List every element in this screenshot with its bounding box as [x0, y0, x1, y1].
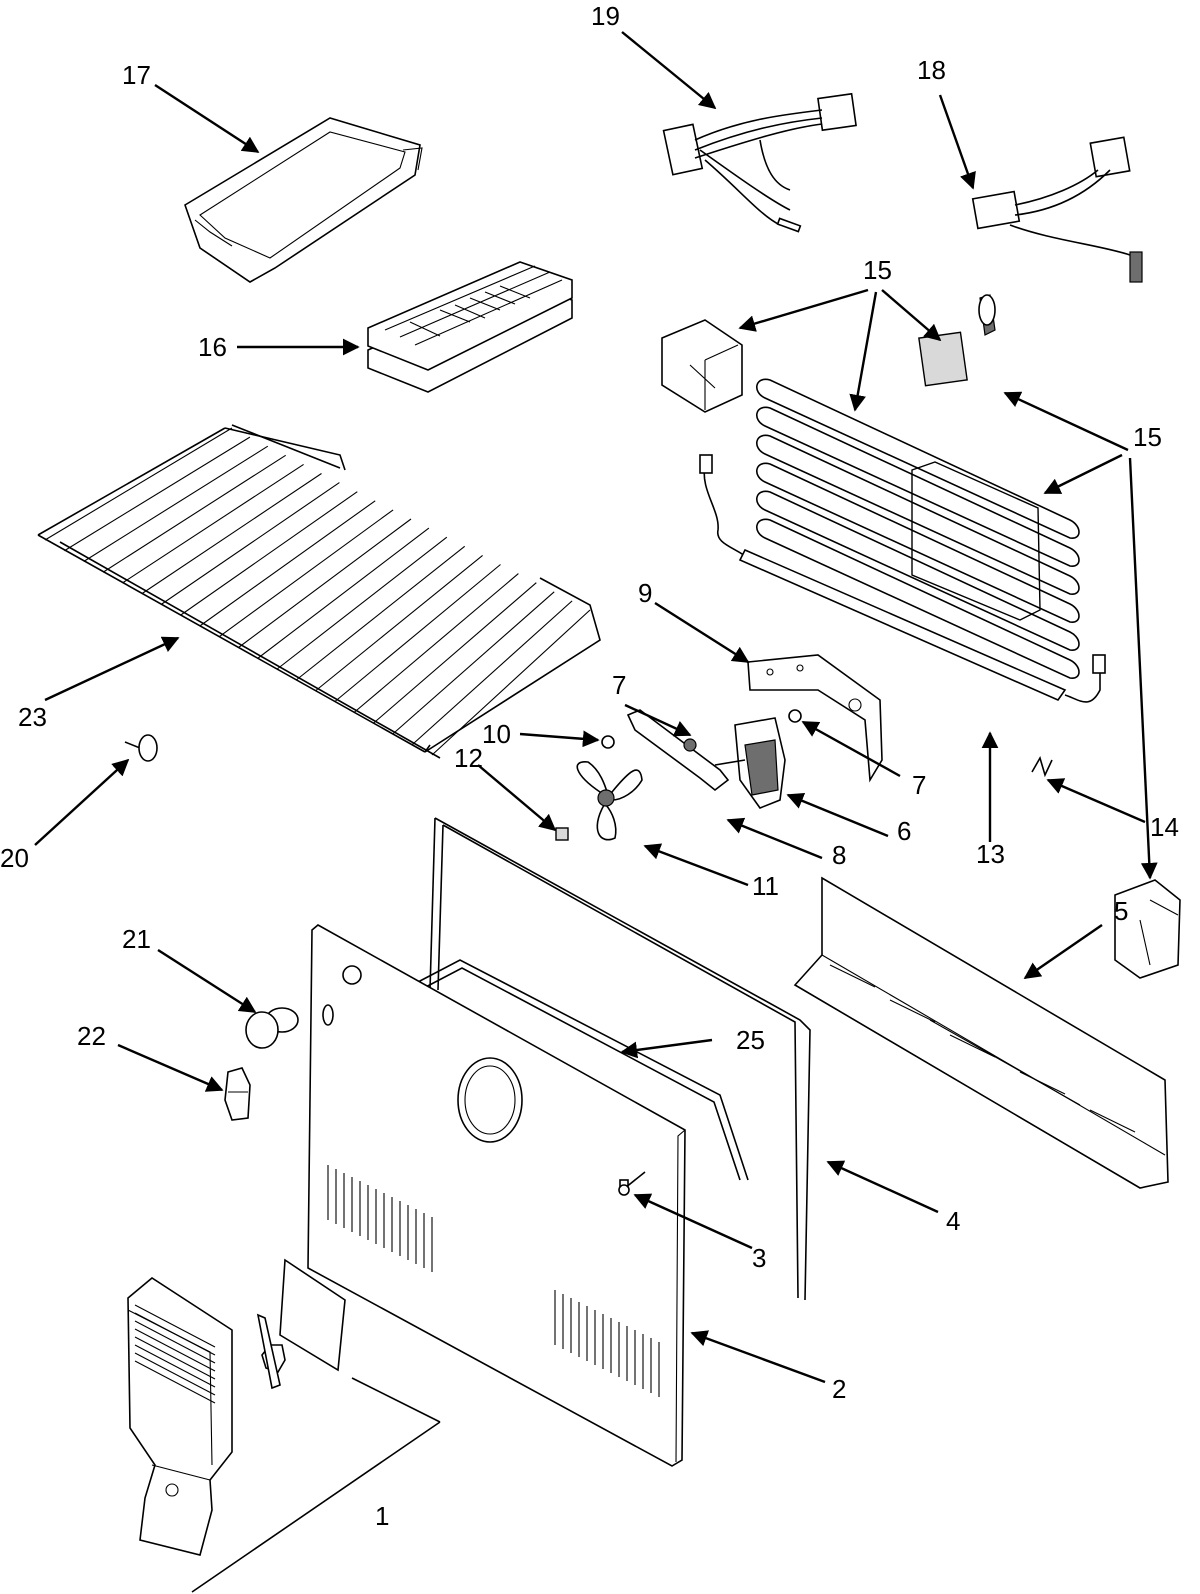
control-knob — [245, 1007, 299, 1049]
arrow-15b-2 — [1043, 453, 1123, 495]
callout-17: 17 — [122, 60, 151, 90]
callout-15b: 15 — [1133, 422, 1162, 452]
fan-bracket — [601, 709, 730, 792]
callout-4: 4 — [946, 1206, 960, 1236]
arrow-11 — [643, 843, 749, 887]
callout-21: 21 — [122, 924, 151, 954]
arrow-3 — [633, 1193, 753, 1250]
callout-8: 8 — [832, 840, 846, 870]
arrow-8 — [726, 817, 823, 860]
callout-25: 25 — [736, 1025, 765, 1055]
defrost-component — [971, 136, 1143, 283]
arrow-23 — [44, 636, 180, 702]
plug-button — [124, 734, 158, 762]
arrow-15b-3 — [1128, 457, 1158, 880]
callout-11: 11 — [752, 871, 779, 901]
arrow-2 — [690, 1330, 826, 1384]
seal-strip — [417, 959, 749, 1181]
arrow-20 — [34, 758, 130, 846]
callout-12: 12 — [454, 743, 483, 773]
callout-6: 6 — [897, 816, 911, 846]
callout-20: 20 — [0, 843, 29, 873]
arrow-7a — [624, 703, 692, 737]
callout-2: 2 — [832, 1374, 846, 1404]
arrow-10 — [519, 730, 600, 748]
arrow-7b — [801, 720, 901, 778]
callout-14: 14 — [1150, 812, 1179, 842]
wire-harness — [662, 92, 857, 233]
callout-5: 5 — [1114, 896, 1128, 926]
arrow-15a-2 — [849, 291, 878, 412]
light-cover — [224, 1067, 251, 1121]
callout-7a: 7 — [612, 670, 626, 700]
defrost-heater — [699, 454, 1106, 703]
arrow-18 — [938, 94, 976, 190]
arrow-21 — [157, 948, 257, 1014]
callout-10: 10 — [482, 719, 511, 749]
arrow-15b-1 — [1003, 391, 1129, 452]
rear-seal — [429, 817, 811, 1301]
callout-15a: 15 — [863, 255, 892, 285]
callout-9: 9 — [638, 578, 652, 608]
cover-trim — [793, 876, 1169, 1189]
callout-22: 22 — [77, 1021, 106, 1051]
screw — [618, 1171, 646, 1196]
wire-shelf — [37, 424, 601, 759]
callout-18: 18 — [917, 55, 946, 85]
motor-bracket — [747, 654, 883, 783]
arrow-5 — [1023, 924, 1103, 979]
arrow-19 — [621, 31, 717, 110]
callout-1: 1 — [375, 1501, 389, 1531]
callout-3: 3 — [752, 1243, 766, 1273]
leader-arrows — [34, 31, 1158, 1384]
fan-blade — [555, 761, 643, 841]
arrow-14 — [1046, 778, 1146, 824]
fan-housing — [127, 1258, 441, 1593]
arrow-4 — [826, 1160, 939, 1214]
arrow-17 — [154, 83, 260, 154]
arrow-6 — [786, 792, 889, 838]
clip — [1031, 755, 1053, 778]
arrow-15a-1 — [738, 288, 869, 332]
callout-23: 23 — [18, 702, 47, 732]
callout-7b: 7 — [912, 770, 926, 800]
arrow-22 — [117, 1043, 224, 1092]
arrow-25 — [620, 1038, 713, 1059]
evaporator — [661, 294, 1181, 979]
ice-trays — [367, 261, 573, 393]
callout-labels: 17 16 19 18 15 15 23 9 7 7 10 12 6 8 11 … — [0, 1, 1179, 1531]
fan-motor — [714, 709, 802, 809]
arrow-15a-3 — [881, 289, 942, 342]
callout-16: 16 — [198, 332, 227, 362]
callout-13: 13 — [976, 839, 1005, 869]
callout-19: 19 — [591, 1, 620, 31]
arrow-12 — [477, 764, 557, 832]
ice-bin — [184, 117, 423, 283]
arrow-9 — [654, 601, 750, 664]
